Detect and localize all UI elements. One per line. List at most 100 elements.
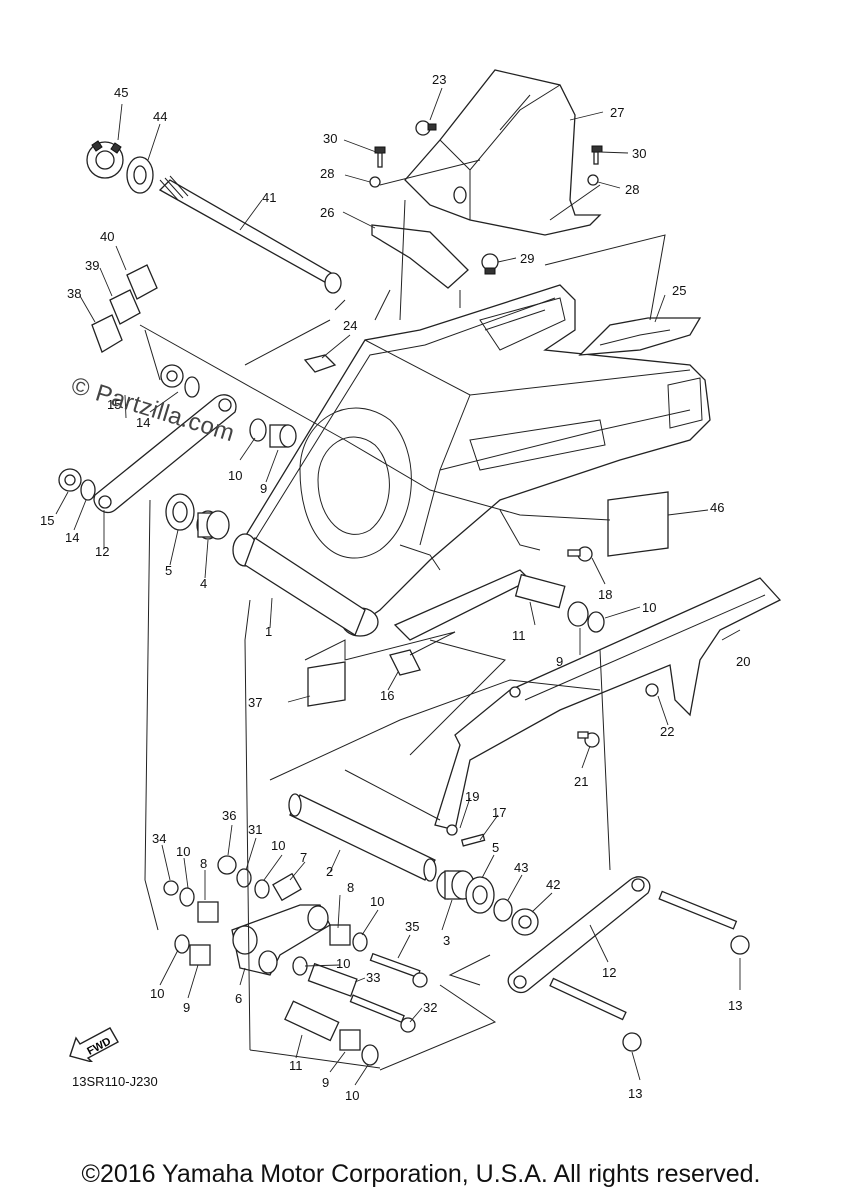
callout-37: 37 [248, 695, 262, 710]
bearing-8-left[interactable] [197, 901, 219, 923]
callout-15a: 15 [107, 397, 121, 412]
assembly-outlines [139, 159, 666, 1071]
collar-11-right[interactable] [514, 573, 566, 609]
relay-arm-6[interactable] [231, 904, 331, 976]
bolt-22[interactable] [645, 683, 659, 697]
guard-plate-25[interactable] [578, 317, 702, 356]
callout-2: 2 [326, 864, 333, 879]
callout-33: 33 [366, 970, 380, 985]
washer-10-right[interactable] [587, 611, 605, 633]
bearing-9-right[interactable] [567, 601, 589, 627]
callout-39: 39 [85, 258, 99, 273]
callout-9c: 9 [183, 1000, 190, 1015]
clip-23[interactable] [415, 120, 437, 136]
pivot-shaft-41[interactable] [158, 175, 342, 294]
nut-36[interactable] [217, 855, 237, 875]
callout-13b: 13 [628, 1086, 642, 1101]
washer-10-lower-a[interactable] [254, 879, 270, 899]
callout-19: 19 [465, 789, 479, 804]
callout-10f: 10 [336, 956, 350, 971]
bearing-8-right[interactable] [329, 924, 351, 946]
label-sticker-46 [607, 491, 669, 557]
callout-14b: 14 [65, 530, 79, 545]
callout-7: 7 [300, 850, 307, 865]
bolt-13-upper[interactable] [658, 890, 750, 955]
collar-33[interactable] [307, 962, 358, 997]
clip-24[interactable] [303, 354, 337, 373]
callout-10a: 10 [228, 468, 242, 483]
washer-10-lower-b[interactable] [179, 887, 195, 907]
nut-45[interactable] [86, 140, 124, 179]
callout-12b: 12 [602, 965, 616, 980]
callout-27: 27 [610, 105, 624, 120]
bearing-4-pivot[interactable] [196, 510, 230, 540]
callout-1: 1 [265, 624, 272, 639]
label-sticker-38-40 [91, 264, 158, 353]
washer-10-lower-f[interactable] [361, 1044, 379, 1066]
callout-40: 40 [100, 229, 114, 244]
oil-seal-5-lower[interactable] [465, 876, 495, 914]
callout-8b: 8 [347, 880, 354, 895]
rear-fender-hugger[interactable] [404, 69, 602, 236]
callout-14a: 14 [136, 415, 150, 430]
callout-9a: 9 [260, 481, 267, 496]
nut-42[interactable] [511, 908, 539, 936]
oil-seal-5-pivot[interactable] [165, 493, 195, 531]
washer-10-lower-c[interactable] [352, 932, 368, 952]
washer-31[interactable] [236, 868, 252, 888]
connecting-rod-12-lower[interactable] [507, 876, 651, 994]
leader-lines [55, 87, 741, 1086]
bolt-21[interactable] [577, 731, 600, 748]
swingarm[interactable] [232, 284, 711, 637]
tie-rod-12-upper[interactable] [93, 394, 237, 514]
nut-15-upper[interactable] [160, 364, 184, 388]
callout-25: 25 [672, 283, 686, 298]
callout-11b: 11 [289, 1058, 303, 1073]
callout-17: 17 [492, 805, 506, 820]
bolt-30-right[interactable] [591, 145, 603, 165]
callout-10e: 10 [370, 894, 384, 909]
collar-2[interactable] [288, 793, 437, 882]
callout-45: 45 [114, 85, 128, 100]
clip-29[interactable] [481, 253, 499, 275]
washer-10-lower-d[interactable] [174, 934, 190, 954]
callout-9b: 9 [556, 654, 563, 669]
washer-10-lower-e[interactable] [292, 956, 308, 976]
nut-28-right[interactable] [587, 174, 599, 186]
callout-6: 6 [235, 991, 242, 1006]
callout-10b: 10 [642, 600, 656, 615]
callout-18: 18 [598, 587, 612, 602]
bearing-9-lower-b[interactable] [339, 1029, 361, 1051]
washer-43[interactable] [493, 898, 513, 922]
bolt-13-lower[interactable] [549, 977, 642, 1052]
bolt-32[interactable] [349, 994, 416, 1033]
washer-44[interactable] [126, 156, 154, 194]
bolt-18[interactable] [567, 546, 593, 562]
bolt-35[interactable] [369, 952, 428, 988]
collar-11-lower[interactable] [284, 1000, 340, 1042]
callout-21: 21 [574, 774, 588, 789]
guard-plate-26[interactable] [371, 224, 469, 289]
nut-28-left[interactable] [369, 176, 381, 188]
washer-14-upper[interactable] [184, 376, 200, 398]
bolt-17[interactable] [460, 833, 486, 847]
callout-32: 32 [423, 1000, 437, 1015]
washer-14-left[interactable] [80, 479, 96, 501]
callout-34: 34 [152, 831, 166, 846]
washer-10-upper[interactable] [249, 418, 267, 442]
chain-case-20[interactable] [434, 577, 782, 831]
collar-7[interactable] [272, 872, 302, 902]
bearing-9-upper[interactable] [269, 424, 297, 448]
chain-slider-16[interactable] [389, 569, 532, 676]
callout-26: 26 [320, 205, 334, 220]
callout-12a: 12 [95, 544, 109, 559]
washer-19[interactable] [446, 824, 458, 836]
bearing-9-lower-a[interactable] [189, 944, 211, 966]
callout-36: 36 [222, 808, 236, 823]
diagram-code: 13SR110-J230 [72, 1074, 158, 1089]
callout-10c: 10 [271, 838, 285, 853]
nut-34[interactable] [163, 880, 179, 896]
bolt-30-left[interactable] [374, 146, 386, 168]
nut-15-left[interactable] [58, 468, 82, 492]
